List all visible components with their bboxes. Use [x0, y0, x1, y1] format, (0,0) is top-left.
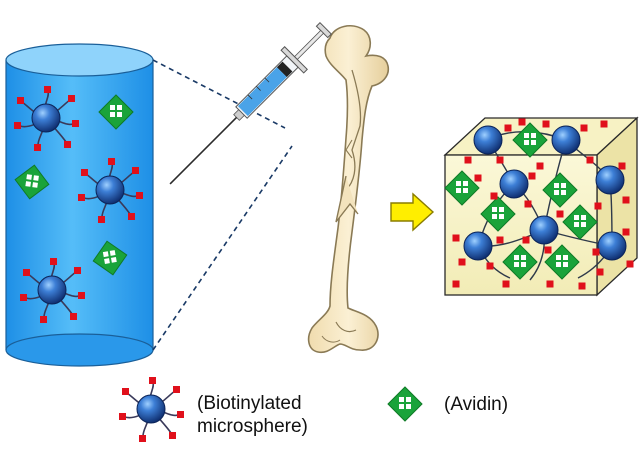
biotinylated-microsphere-icon [118, 376, 185, 443]
hydrogel-cylinder [5, 43, 154, 367]
zoom-callout-lines [152, 59, 293, 351]
syringe-icon [169, 21, 333, 185]
legend-microsphere-line1: (Biotinylated [197, 393, 302, 414]
right-arrow-icon [390, 192, 435, 232]
legend-avidin-label: (Avidin) [444, 394, 509, 415]
cube-microspheres [463, 125, 627, 261]
femur-bone-icon [307, 25, 390, 354]
avidin-icon [387, 386, 423, 422]
legend-microsphere-label: (Biotinylated microsphere) [197, 392, 308, 438]
cube-network [444, 118, 634, 290]
legend-microsphere-line2: microsphere) [197, 416, 308, 437]
